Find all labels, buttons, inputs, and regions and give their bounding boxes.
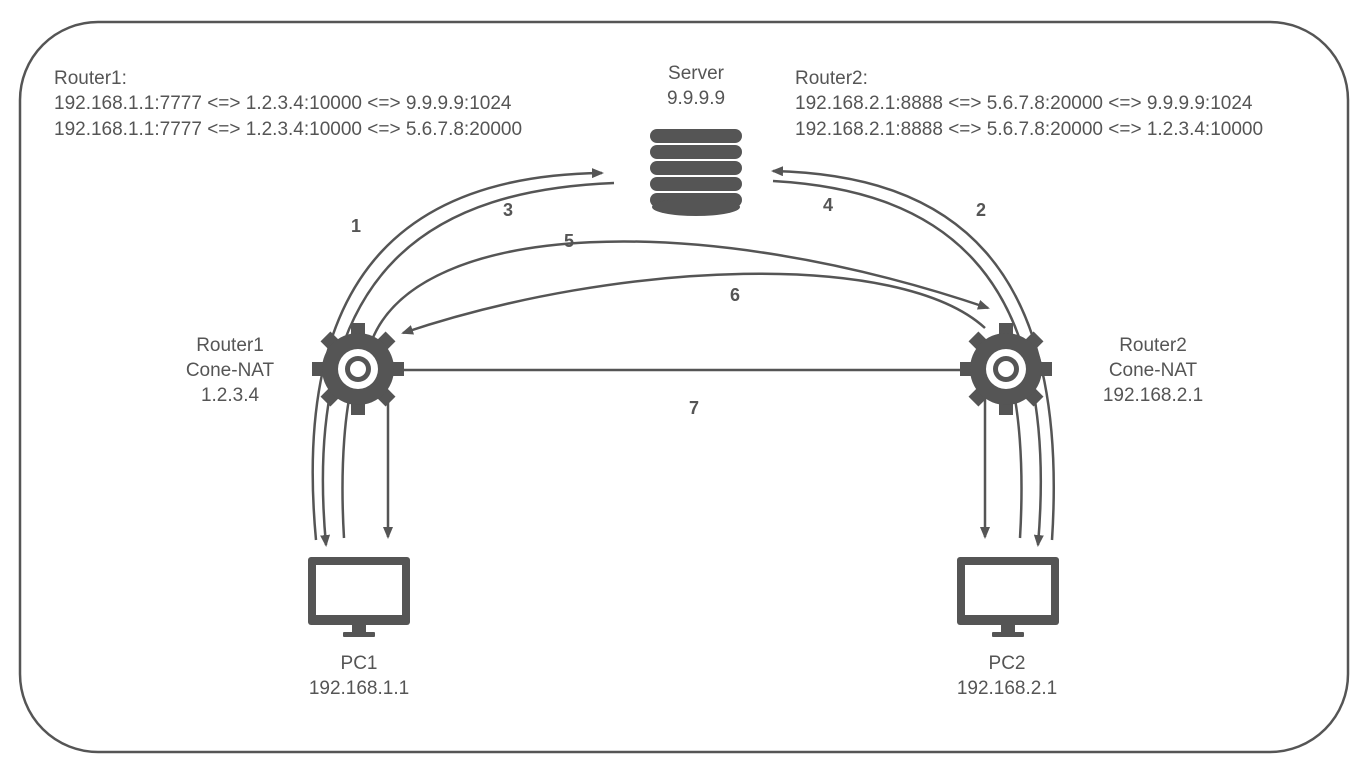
router1-table-row: 192.168.1.1:7777 <=> 1.2.3.4:10000 <=> 9… <box>54 93 512 114</box>
router2-type: Cone-NAT <box>1108 360 1198 381</box>
pc1-ip: 192.168.1.1 <box>308 678 410 699</box>
router1-ip: 1.2.3.4 <box>200 385 260 406</box>
step-label-6: 6 <box>730 285 741 305</box>
arrow-step-5 <box>370 240 990 341</box>
arrow-step-2 <box>771 166 1055 541</box>
router1-table-title: Router1: <box>54 68 127 89</box>
router2-table-row: 192.168.2.1:8888 <=> 5.6.7.8:20000 <=> 1… <box>795 119 1264 140</box>
step-label-1: 1 <box>351 216 362 236</box>
pc2-ip: 192.168.2.1 <box>956 678 1058 699</box>
arrow-step-4 <box>772 179 1044 547</box>
router1-type: Cone-NAT <box>185 360 275 381</box>
step-label-2: 2 <box>976 200 987 220</box>
gear-icon <box>960 323 1052 415</box>
database-icon <box>650 129 742 216</box>
step-label-4: 4 <box>823 195 834 215</box>
monitor-icon <box>308 557 410 637</box>
step-label-7: 7 <box>689 398 700 418</box>
step-label-5: 5 <box>564 231 575 251</box>
arrow-step-6 <box>401 272 986 335</box>
server-name: Server <box>668 63 724 84</box>
gear-icon <box>312 323 404 415</box>
monitor-icon <box>957 557 1059 637</box>
router2-name: Router2 <box>1119 335 1187 356</box>
arrow-step-1 <box>311 168 604 541</box>
router2-table-title: Router2: <box>795 68 868 89</box>
router2-table-row: 192.168.2.1:8888 <=> 5.6.7.8:20000 <=> 9… <box>795 93 1253 114</box>
router1-name: Router1 <box>196 335 264 356</box>
router1-table-row: 192.168.1.1:7777 <=> 1.2.3.4:10000 <=> 5… <box>54 119 523 140</box>
pc2-name: PC2 <box>988 653 1026 674</box>
outer-frame <box>18 20 1350 754</box>
server-ip: 9.9.9.9 <box>666 88 726 109</box>
arrow-step-3 <box>320 181 615 547</box>
router2-ip: 192.168.2.1 <box>1102 385 1204 406</box>
step-label-3: 3 <box>503 200 514 220</box>
pc1-name: PC1 <box>340 653 378 674</box>
